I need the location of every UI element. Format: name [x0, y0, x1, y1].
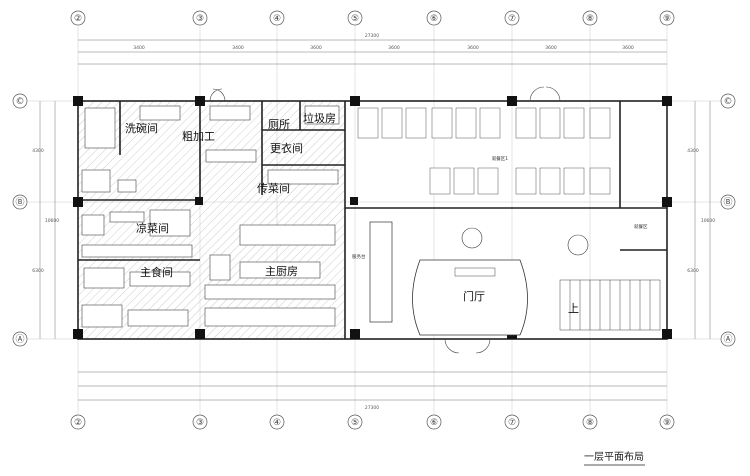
axis-bubble-6-bottom: ⑥	[426, 414, 442, 430]
axis-bubble-4-top: ④	[269, 10, 285, 26]
svg-text:©: ©	[16, 97, 25, 107]
svg-text:③: ③	[196, 418, 204, 428]
dining-hall-label: 就餐区1	[492, 155, 508, 162]
svg-text:Ⓑ: Ⓑ	[723, 197, 732, 208]
room-dining-small: 就餐区	[634, 223, 648, 230]
svg-text:⑤: ⑤	[351, 418, 359, 428]
svg-text:10600: 10600	[701, 218, 715, 224]
room-lobby: 门厅	[463, 289, 485, 303]
svg-text:③: ③	[196, 14, 204, 24]
walls	[77, 100, 668, 340]
kitchen-equipment	[81, 105, 340, 328]
svg-text:⑦: ⑦	[508, 14, 516, 24]
top-axis-bubbles: ② ③ ④ ⑤ ⑥ ⑦ ⑧ ⑨	[70, 10, 675, 26]
room-dishwashing: 洗碗间	[125, 121, 158, 135]
svg-text:②: ②	[74, 14, 82, 24]
axis-bubble-6-top: ⑥	[426, 10, 442, 26]
lobby: 门厅	[412, 259, 528, 336]
svg-text:3400: 3400	[232, 45, 244, 51]
room-cold-dish: 凉菜间	[136, 221, 169, 235]
svg-text:⑥: ⑥	[430, 14, 438, 24]
svg-text:⑧: ⑧	[586, 14, 594, 24]
svg-text:④: ④	[273, 14, 281, 24]
svg-text:④: ④	[273, 418, 281, 428]
room-main-kitchen: 主厨房	[265, 265, 298, 278]
svg-text:27300: 27300	[365, 33, 379, 39]
axis-bubble-7-top: ⑦	[504, 10, 520, 26]
axis-bubble-3-top: ③	[192, 10, 208, 26]
dimension-texts: 27300 3400 3400 3600 3600 3600 3600 3600…	[32, 33, 715, 411]
axis-bubble-c-left: ©	[12, 93, 28, 109]
axis-bubble-a-right: Ⓐ	[720, 331, 736, 347]
axis-bubble-9-top: ⑨	[659, 10, 675, 26]
svg-text:4300: 4300	[687, 148, 699, 154]
bottom-axis-bubbles: ② ③ ④ ⑤ ⑥ ⑦ ⑧ ⑨	[70, 414, 675, 430]
svg-text:3600: 3600	[310, 45, 322, 51]
room-garbage: 垃圾房	[303, 111, 336, 125]
svg-text:Ⓐ: Ⓐ	[723, 334, 732, 345]
stairs	[559, 279, 661, 331]
axis-bubble-5-bottom: ⑤	[347, 414, 363, 430]
axis-bubble-8-bottom: ⑧	[582, 414, 598, 430]
svg-text:⑨: ⑨	[663, 14, 671, 24]
stairs-up-label: 上	[568, 302, 579, 315]
axis-bubble-4-bottom: ④	[269, 414, 285, 430]
axis-bubble-2-top: ②	[70, 10, 86, 26]
svg-text:27300: 27300	[365, 405, 379, 411]
doors	[209, 86, 561, 354]
svg-text:⑦: ⑦	[508, 418, 516, 428]
room-toilet: 厕所	[268, 118, 290, 131]
svg-text:©: ©	[724, 97, 733, 107]
svg-text:3600: 3600	[622, 45, 634, 51]
svg-text:6300: 6300	[32, 268, 44, 274]
round-tables	[461, 227, 589, 256]
svg-text:Ⓐ: Ⓐ	[15, 334, 24, 345]
room-staple: 主食间	[140, 265, 173, 279]
svg-text:4300: 4300	[32, 148, 44, 154]
drawing-caption: 一层平面布局	[584, 451, 644, 463]
svg-text:10600: 10600	[45, 218, 59, 224]
axis-bubble-5-top: ⑤	[347, 10, 363, 26]
dining-seating-top	[357, 107, 611, 195]
svg-text:⑤: ⑤	[351, 14, 359, 24]
svg-text:②: ②	[74, 418, 82, 428]
svg-text:3600: 3600	[545, 45, 557, 51]
room-rough-processing: 粗加工	[182, 130, 215, 143]
kitchen-labels: 洗碗间 粗加工 厕所 垃圾房 更衣间 传菜间 凉菜间 主食间 主厨房	[125, 111, 336, 279]
dimension-chains	[39, 39, 711, 401]
axis-bubble-3-bottom: ③	[192, 414, 208, 430]
axis-bubble-8-top: ⑧	[582, 10, 598, 26]
room-serving: 传菜间	[257, 182, 290, 195]
svg-text:6300: 6300	[687, 268, 699, 274]
axis-bubble-7-bottom: ⑦	[504, 414, 520, 430]
svg-text:3400: 3400	[133, 45, 145, 51]
axis-bubble-b-right: Ⓑ	[720, 194, 736, 210]
axis-bubble-a-left: Ⓐ	[12, 331, 28, 347]
svg-text:⑧: ⑧	[586, 418, 594, 428]
service-counter: 服务台	[352, 221, 393, 323]
axis-bubble-c-right: ©	[720, 93, 736, 109]
svg-text:3600: 3600	[467, 45, 479, 51]
room-changing: 更衣间	[270, 141, 303, 155]
svg-text:⑨: ⑨	[663, 418, 671, 428]
axis-bubble-9-bottom: ⑨	[659, 414, 675, 430]
axis-bubble-b-left: Ⓑ	[12, 194, 28, 210]
svg-text:Ⓑ: Ⓑ	[15, 197, 24, 208]
counter-label: 服务台	[352, 253, 366, 260]
svg-text:⑥: ⑥	[430, 418, 438, 428]
axis-bubble-2-bottom: ②	[70, 414, 86, 430]
svg-text:3600: 3600	[388, 45, 400, 51]
